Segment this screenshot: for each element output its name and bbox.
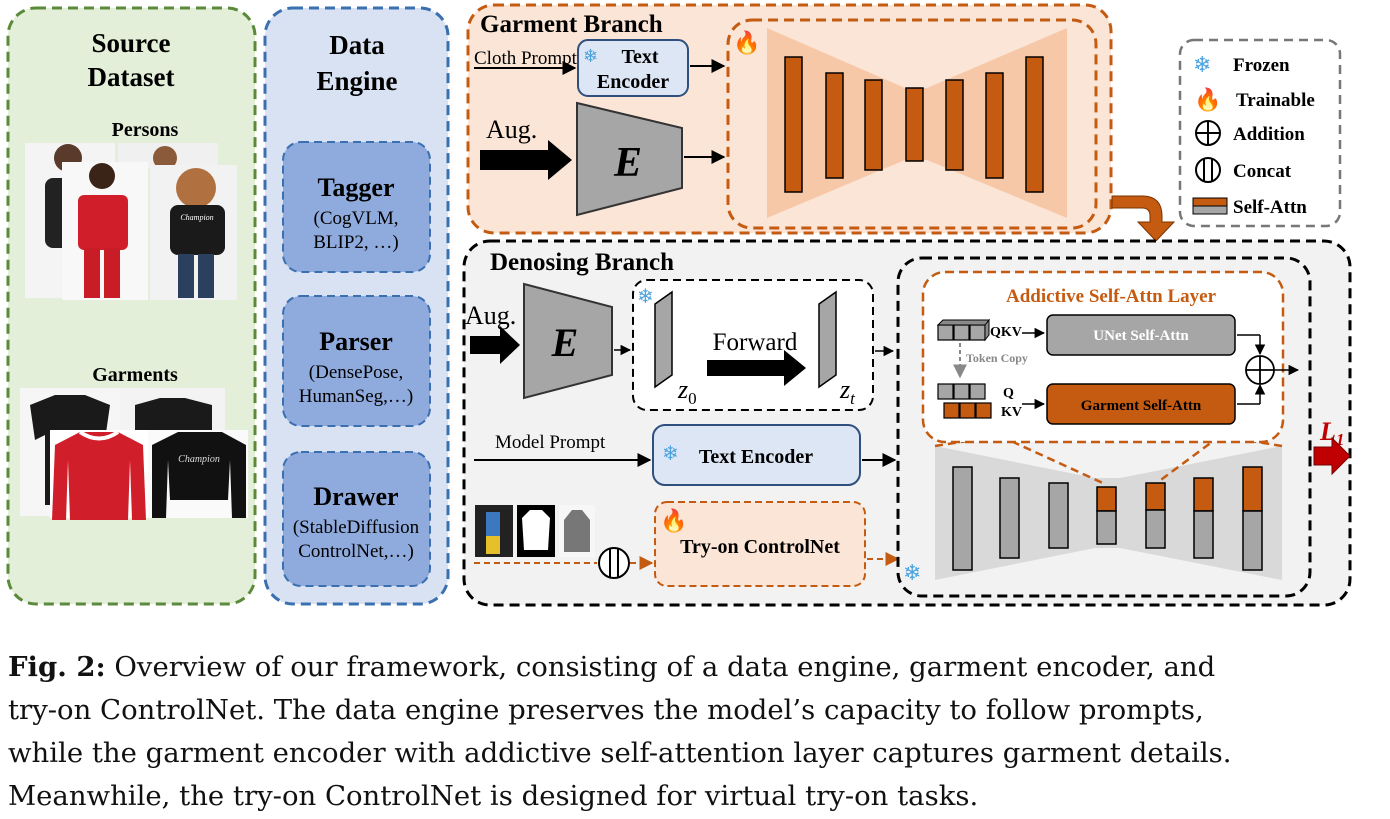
condition-thumbnails xyxy=(475,505,595,557)
qkv-label: QKV xyxy=(990,325,1022,340)
legend-addition-icon xyxy=(1195,120,1221,146)
denoising-branch-panel: Denosing Branch Aug. E ❄ z0 Forward zt M… xyxy=(462,239,1352,607)
legend-self-attn-icon xyxy=(1192,197,1228,215)
legend-concat-icon xyxy=(1195,157,1221,183)
garment-aug-arrow xyxy=(480,140,572,180)
token-copy-label: Token Copy xyxy=(966,351,1028,365)
kv-label: KV xyxy=(1001,405,1022,420)
snowflake-icon: ❄ xyxy=(583,46,598,66)
legend-fire-icon: 🔥 xyxy=(1194,87,1221,112)
garment-photos: Champion xyxy=(20,388,248,520)
data-engine-title-1: Data xyxy=(329,30,385,60)
drawer-line-2: ControlNet,…) xyxy=(298,541,414,562)
data-engine-title-2: Engine xyxy=(316,66,397,96)
caption-line-4: Meanwhile, the try-on ControlNet is desi… xyxy=(8,780,979,812)
l1-loss: L1 xyxy=(1313,417,1351,476)
tagger-line-1: (CogVLM, xyxy=(314,208,399,229)
figure-label: Fig. 2: xyxy=(8,651,106,683)
legend-addition: Addition xyxy=(1233,124,1305,145)
denoise-text-encoder: ❄ Text Encoder xyxy=(652,424,861,486)
forward-label: Forward xyxy=(713,329,798,356)
garment-branch-panel: Garment Branch Cloth Prompt ❄ Text Encod… xyxy=(466,3,1113,235)
garment-text-encoder-line-2: Encoder xyxy=(597,71,669,93)
garment-to-denoise-arrow xyxy=(1111,195,1176,242)
tagger-box: Tagger (CogVLM, BLIP2, …) xyxy=(282,141,431,273)
garment-aug-label: Aug. xyxy=(486,115,537,144)
denoise-unet-snowflake-icon: ❄ xyxy=(903,560,921,585)
denoise-text-encoder-label: Text Encoder xyxy=(699,446,813,468)
person-photos: Champion xyxy=(25,143,237,300)
persons-label: Persons xyxy=(112,119,179,141)
addition-icon xyxy=(1245,355,1275,385)
caption-line-1-text: Overview of our framework, consisting of… xyxy=(105,651,1216,683)
figure-caption: Fig. 2: Overview of our framework, consi… xyxy=(8,646,1384,818)
garment-text-encoder-line-1: Text xyxy=(621,46,658,68)
framework-diagram: Source Dataset Persons Champion Garments xyxy=(6,3,1352,607)
caption-line-3: while the garment encoder with addictive… xyxy=(8,737,1232,769)
garment-branch-title: Garment Branch xyxy=(480,11,663,38)
addictive-self-attn-layer: Addictive Self-Attn Layer QKV Token Copy… xyxy=(921,270,1300,444)
parser-line-2: HumanSeg,…) xyxy=(299,386,414,407)
denoising-branch-title: Denosing Branch xyxy=(490,249,674,276)
garment-text-encoder: ❄ Text Encoder xyxy=(577,39,689,97)
z0-label: z0 xyxy=(677,375,697,408)
latent-box: ❄ z0 Forward zt xyxy=(632,279,874,411)
cloth-prompt-label: Cloth Prompt xyxy=(474,48,578,69)
drawer-box: Drawer (StableDiffusion ControlNet,…) xyxy=(282,451,431,587)
parser-box: Parser (DensePose, HumanSeg,…) xyxy=(282,295,431,427)
forward-arrow xyxy=(707,350,806,386)
drawer-title: Drawer xyxy=(313,482,398,511)
legend: ❄ Frozen 🔥 Trainable Addition Concat Sel… xyxy=(1178,38,1342,228)
unet-self-attn-label: UNet Self-Attn xyxy=(1093,328,1189,344)
garments-label: Garments xyxy=(92,364,178,386)
data-engine-panel: Data Engine Tagger (CogVLM, BLIP2, …) Pa… xyxy=(263,6,450,606)
denoise-encoder-E: E xyxy=(523,282,613,400)
legend-frozen: Frozen xyxy=(1233,55,1290,76)
source-dataset-panel: Source Dataset Persons Champion Garments xyxy=(6,6,257,606)
garment-unet: 🔥 xyxy=(726,18,1098,230)
garment-encoder-label: E xyxy=(613,140,642,186)
drawer-line-1: (StableDiffusion xyxy=(293,517,420,538)
caption-line-2: try-on ControlNet. The data engine prese… xyxy=(8,694,1204,726)
legend-concat: Concat xyxy=(1233,161,1292,182)
addictive-layer-title: Addictive Self-Attn Layer xyxy=(1006,286,1217,307)
svg-text:Champion: Champion xyxy=(178,454,220,465)
legend-snowflake-icon: ❄ xyxy=(1193,52,1211,77)
garment-self-attn-label: Garment Self-Attn xyxy=(1081,398,1202,414)
tryon-controlnet-label: Try-on ControlNet xyxy=(680,536,840,558)
denoise-encoder-label: E xyxy=(551,320,579,365)
q-label: Q xyxy=(1003,386,1014,401)
denoise-aug-label: Aug. xyxy=(465,301,516,330)
model-prompt-label: Model Prompt xyxy=(495,432,606,453)
svg-text:Champion: Champion xyxy=(180,213,213,222)
tryon-controlnet: 🔥 Try-on ControlNet xyxy=(654,501,866,587)
source-dataset-title-1: Source xyxy=(92,28,171,58)
q-kv-tokens xyxy=(937,383,992,419)
latent-snowflake-icon: ❄ xyxy=(637,286,654,308)
zt-label: zt xyxy=(839,375,856,408)
legend-trainable: Trainable xyxy=(1236,90,1315,111)
source-dataset-title-2: Dataset xyxy=(88,62,175,92)
garment-unet-fire-icon: 🔥 xyxy=(733,30,760,55)
concat-icon xyxy=(598,547,630,579)
tryon-controlnet-fire-icon: 🔥 xyxy=(660,508,687,533)
denoise-text-encoder-snowflake-icon: ❄ xyxy=(662,443,679,465)
tagger-title: Tagger xyxy=(317,173,394,202)
parser-title: Parser xyxy=(319,327,393,356)
qkv-tokens xyxy=(936,318,991,342)
loss-arrow xyxy=(1313,436,1351,476)
parser-line-1: (DensePose, xyxy=(309,362,403,383)
denoise-unet: ❄ xyxy=(896,256,1312,598)
legend-self-attn: Self-Attn xyxy=(1233,197,1307,218)
caption-line-1: Fig. 2: Overview of our framework, consi… xyxy=(8,646,1384,689)
garment-encoder-E: E xyxy=(576,101,683,217)
tagger-line-2: BLIP2, …) xyxy=(313,232,399,253)
denoise-aug-arrow xyxy=(470,326,520,364)
